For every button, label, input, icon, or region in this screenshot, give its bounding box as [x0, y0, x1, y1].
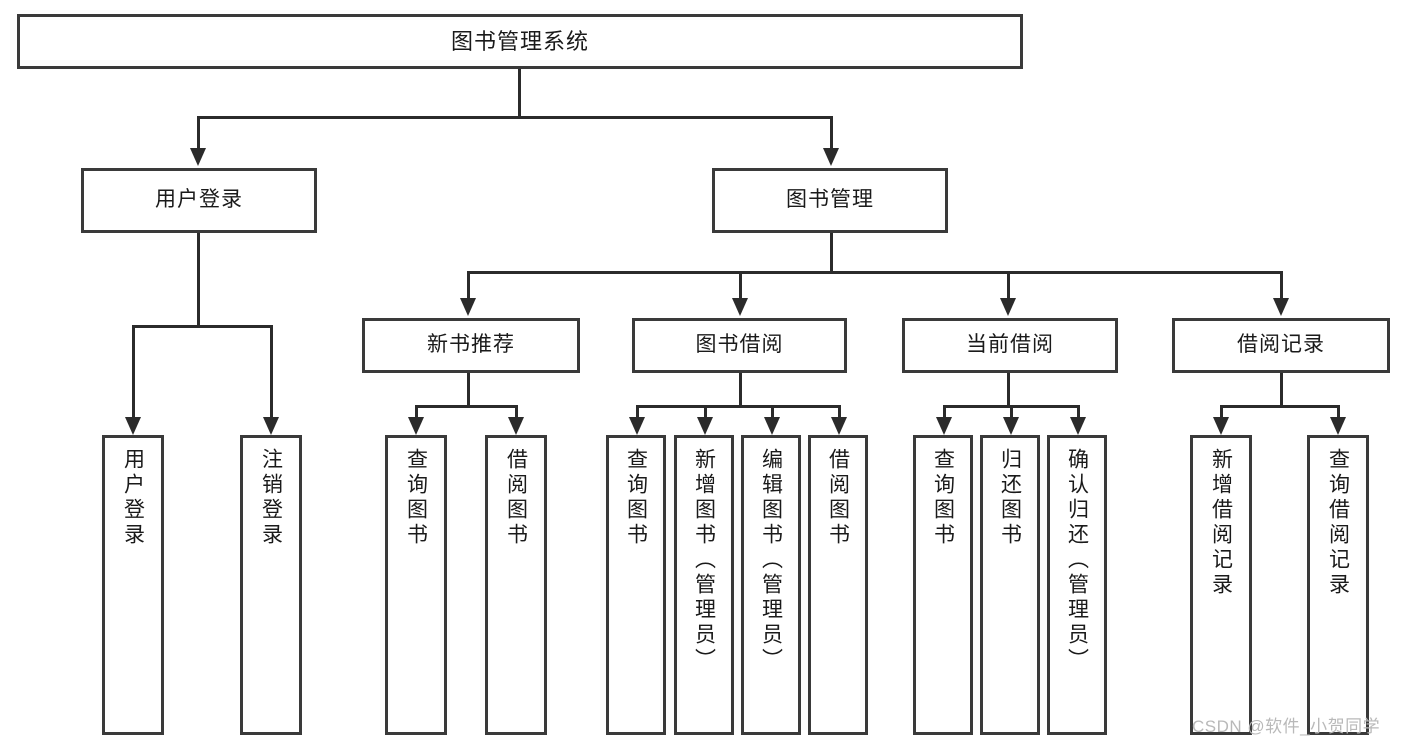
node-label: 用户登录 [155, 188, 243, 212]
connector-book-borrow-stem [739, 373, 742, 407]
connector-book-borrow-to-leaf-4 [838, 405, 841, 417]
arrow-to-book-manage [823, 148, 839, 166]
connector-new-book-stem [467, 373, 470, 407]
arrow-to-leaf-add-record [1213, 417, 1229, 435]
arrow-to-leaf-confirm-return [1070, 417, 1086, 435]
connector-borrow-record-bus [1220, 405, 1340, 408]
node-label: 借阅记录 [1237, 333, 1325, 357]
connector-new-book-to-leaf-2 [515, 405, 518, 417]
node-label: 注销登录 [259, 448, 283, 548]
node-new-book-recommend[interactable]: 新书推荐 [362, 318, 580, 373]
connector-current-borrow-to-leaf-1 [943, 405, 946, 417]
arrow-to-new-book-recommend [460, 298, 476, 316]
csdn-watermark: CSDN @软件_小贺同学 [1192, 717, 1381, 736]
node-label: 新增图书（管理员） [692, 448, 716, 673]
connector-current-borrow-to-leaf-3 [1077, 405, 1080, 417]
connector-user-login-stem [197, 233, 200, 327]
node-book-management[interactable]: 图书管理 [712, 168, 948, 233]
node-book-borrow[interactable]: 图书借阅 [632, 318, 847, 373]
arrow-to-leaf-edit-book [764, 417, 780, 435]
leaf-edit-book-admin[interactable]: 编辑图书（管理员） [741, 435, 801, 735]
node-root-system[interactable]: 图书管理系统 [17, 14, 1023, 69]
node-label: 查询借阅记录 [1326, 448, 1350, 598]
node-label: 图书管理系统 [450, 28, 589, 54]
connector-root-bus [197, 116, 833, 119]
arrow-to-book-borrow [732, 298, 748, 316]
leaf-query-book-borrow[interactable]: 查询图书 [606, 435, 666, 735]
connector-current-borrow-stem [1007, 373, 1010, 407]
node-label: 编辑图书（管理员） [759, 448, 783, 673]
connector-borrow-record-to-leaf-2 [1337, 405, 1340, 417]
connector-borrow-record-to-leaf-1 [1220, 405, 1223, 417]
node-label: 查询图书 [624, 448, 648, 548]
node-label: 图书借阅 [695, 333, 784, 357]
node-borrow-record[interactable]: 借阅记录 [1172, 318, 1390, 373]
connector-book-borrow-to-leaf-2 [704, 405, 707, 417]
arrow-to-leaf-query-book-3 [936, 417, 952, 435]
leaf-query-book-current[interactable]: 查询图书 [913, 435, 973, 735]
node-label: 新增借阅记录 [1209, 448, 1233, 598]
connector-to-new-book [467, 271, 470, 298]
arrow-to-leaf-user-login [125, 417, 141, 435]
node-label: 图书管理 [786, 188, 874, 212]
leaf-add-book-admin[interactable]: 新增图书（管理员） [674, 435, 734, 735]
connector-user-login-bus [132, 325, 272, 328]
node-label: 确认归还（管理员） [1065, 448, 1089, 673]
node-label: 归还图书 [998, 448, 1022, 548]
connector-book-borrow-bus [636, 405, 839, 408]
node-label: 当前借阅 [966, 333, 1054, 357]
connector-current-borrow-to-leaf-2 [1010, 405, 1013, 417]
connector-root-to-user-login [197, 116, 200, 148]
arrow-to-leaf-borrow-book-1 [508, 417, 524, 435]
leaf-add-borrow-record[interactable]: 新增借阅记录 [1190, 435, 1252, 735]
connector-to-book-borrow [739, 271, 742, 298]
node-label: 借阅图书 [504, 448, 528, 548]
arrow-to-leaf-add-book [697, 417, 713, 435]
connector-to-current-borrow [1007, 271, 1010, 298]
arrow-to-leaf-query-record [1330, 417, 1346, 435]
connector-root-to-book-manage [830, 116, 833, 148]
leaf-borrow-book-recommend[interactable]: 借阅图书 [485, 435, 547, 735]
arrow-to-leaf-query-book-2 [629, 417, 645, 435]
arrow-to-leaf-query-book-1 [408, 417, 424, 435]
connector-user-login-to-leaf-1 [132, 325, 135, 417]
leaf-logout[interactable]: 注销登录 [240, 435, 302, 735]
connector-user-login-to-leaf-2 [270, 325, 273, 417]
node-user-login[interactable]: 用户登录 [81, 168, 317, 233]
leaf-confirm-return-admin[interactable]: 确认归还（管理员） [1047, 435, 1107, 735]
node-label: 查询图书 [931, 448, 955, 548]
node-label: 查询图书 [404, 448, 428, 548]
leaf-query-book-recommend[interactable]: 查询图书 [385, 435, 447, 735]
connector-to-borrow-record [1280, 271, 1283, 298]
node-current-borrow[interactable]: 当前借阅 [902, 318, 1118, 373]
arrow-to-leaf-logout [263, 417, 279, 435]
node-label: 借阅图书 [826, 448, 850, 548]
arrow-to-leaf-return-book [1003, 417, 1019, 435]
node-label: 用户登录 [121, 448, 145, 548]
arrow-to-leaf-borrow-book-2 [831, 417, 847, 435]
connector-book-manage-bus [467, 271, 1283, 274]
leaf-borrow-book-borrow[interactable]: 借阅图书 [808, 435, 868, 735]
connector-borrow-record-stem [1280, 373, 1283, 407]
arrow-to-borrow-record [1273, 298, 1289, 316]
leaf-query-borrow-record[interactable]: 查询借阅记录 [1307, 435, 1369, 735]
connector-book-manage-stem [830, 233, 833, 273]
connector-book-borrow-to-leaf-1 [636, 405, 639, 417]
connector-new-book-to-leaf-1 [415, 405, 418, 417]
connector-new-book-bus [415, 405, 518, 408]
leaf-user-login[interactable]: 用户登录 [102, 435, 164, 735]
arrow-to-user-login [190, 148, 206, 166]
arrow-to-current-borrow [1000, 298, 1016, 316]
connector-root-stem [518, 69, 521, 118]
connector-book-borrow-to-leaf-3 [771, 405, 774, 417]
node-label: 新书推荐 [427, 333, 515, 357]
leaf-return-book[interactable]: 归还图书 [980, 435, 1040, 735]
